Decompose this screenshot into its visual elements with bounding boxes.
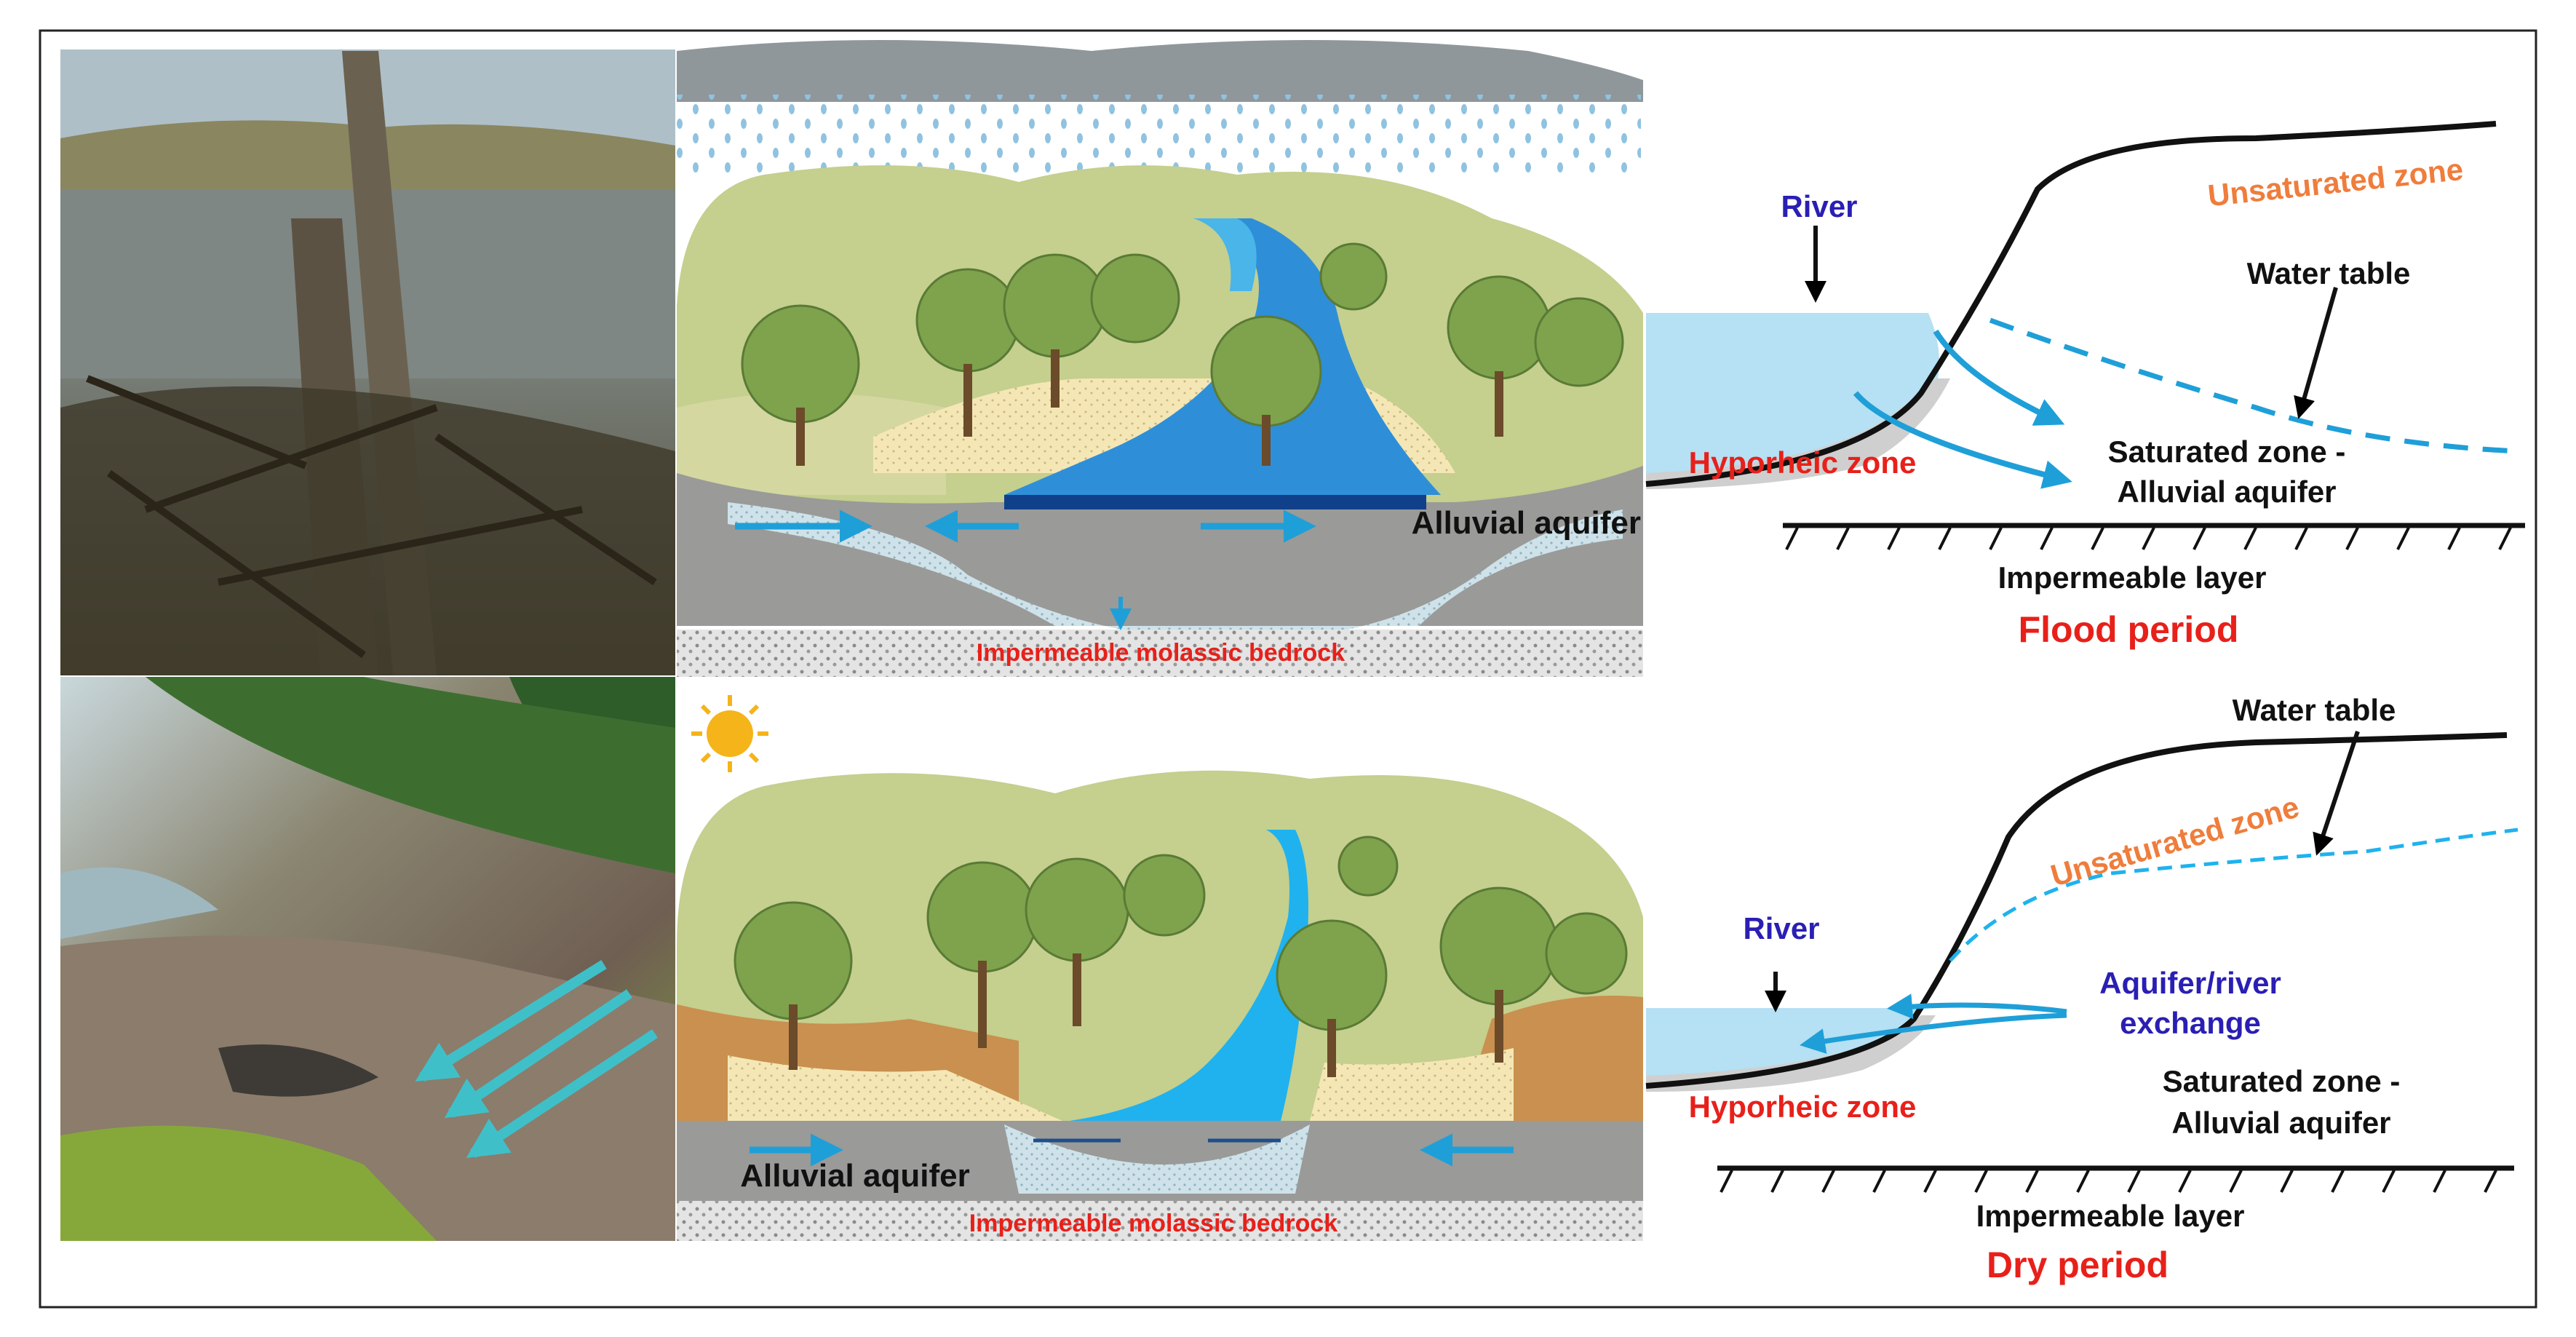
flood-impermeable-label: Impermeable layer xyxy=(1998,560,2267,595)
dry-exchange-label-2: exchange xyxy=(2120,1006,2261,1040)
river-flood xyxy=(1004,218,1441,495)
dry-river-label: River xyxy=(1743,911,1819,945)
figure-frame xyxy=(39,29,2537,1309)
flow-arrow-3 xyxy=(466,1029,658,1159)
flood-water-table-label: Water table xyxy=(2247,256,2411,290)
flood-aquifer-label: Alluvial aquifer xyxy=(1412,505,1641,541)
dry-hyporheic-label: Hyporheic zone xyxy=(1689,1090,1917,1124)
bedrock-band-dry xyxy=(677,1201,1643,1241)
dry-unsaturated-label: Unsaturated zone xyxy=(2047,790,2303,893)
dry-impermeable-label: Impermeable layer xyxy=(1976,1199,2245,1233)
dry-water-table xyxy=(1949,828,2519,962)
dry-saturated-label-2: Alluvial aquifer xyxy=(2171,1106,2390,1140)
flood-schematic: River Unsaturated zone Water table Hypor… xyxy=(1645,121,2525,650)
dry-landscape: Alluvial aquifer Impermeable molassic be… xyxy=(677,695,1643,1241)
flood-hyporheic-label: Hyporheic zone xyxy=(1689,445,1917,480)
dry-period-label: Dry period xyxy=(1987,1245,2168,1285)
dry-bedrock-label: Impermeable molassic bedrock xyxy=(969,1210,1338,1237)
flood-landscape: Alluvial aquifer Impermeable molassic be… xyxy=(677,40,1643,677)
flood-water-table xyxy=(1989,317,2519,454)
dry-water-table-label: Water table xyxy=(2233,693,2396,727)
cloud xyxy=(677,40,1643,102)
dry-ground-line xyxy=(1645,732,2508,1089)
flow-arrow-1 xyxy=(415,960,607,1082)
flood-period-label: Flood period xyxy=(2019,609,2239,650)
flood-bedrock-label: Impermeable molassic bedrock xyxy=(977,639,1345,667)
flood-saturated-label-1: Saturated zone - xyxy=(2108,435,2346,469)
rain xyxy=(677,95,1641,175)
dry-aquifer-label: Alluvial aquifer xyxy=(740,1158,969,1194)
flood-photo xyxy=(60,49,675,675)
dry-exchange-label-1: Aquifer/river xyxy=(2099,966,2281,1000)
dry-schematic: Water table Unsaturated zone River Aquif… xyxy=(1645,693,2519,1285)
flood-unsaturated-label: Unsaturated zone xyxy=(2206,152,2465,213)
bedrock-band-flood xyxy=(677,630,1643,677)
dry-photo xyxy=(60,677,675,1241)
flood-river-label: River xyxy=(1781,189,1857,223)
dry-saturated-label-1: Saturated zone - xyxy=(2163,1064,2401,1098)
river-dry xyxy=(1070,830,1308,1121)
flow-arrow-2 xyxy=(444,989,632,1119)
sun-icon xyxy=(691,695,768,772)
flood-saturated-label-2: Alluvial aquifer xyxy=(2117,475,2336,509)
flood-ground-line xyxy=(1645,121,2497,487)
